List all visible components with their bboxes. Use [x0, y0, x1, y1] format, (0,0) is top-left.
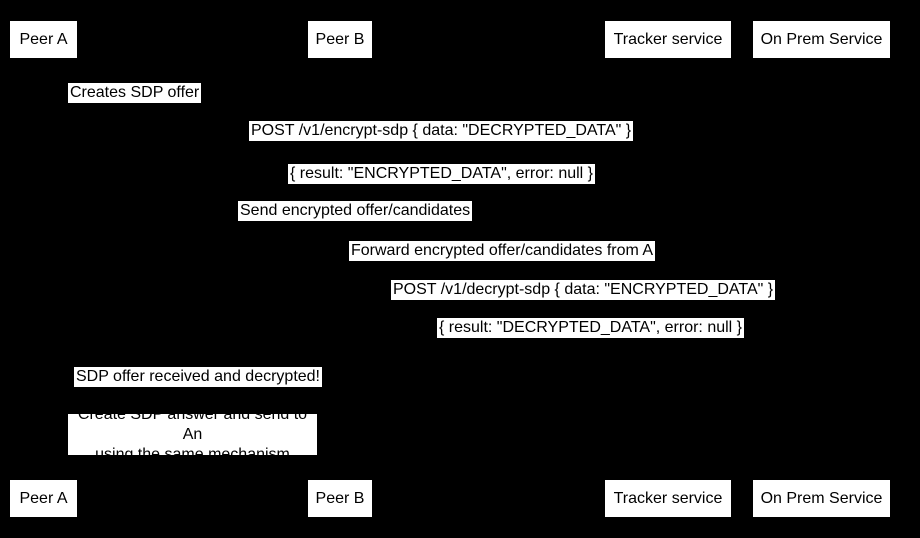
actor-on-prem-service-bottom: On Prem Service	[753, 480, 890, 517]
actor-peer-b-top: Peer B	[308, 21, 372, 58]
note-line-2: using the same mechanism	[95, 445, 290, 463]
actor-on-prem-service-top: On Prem Service	[753, 21, 890, 58]
message-sdp-offer-received: SDP offer received and decrypted!	[74, 367, 322, 387]
note-line-1: Create SDP answer and send to An	[77, 405, 308, 443]
note-create-sdp-answer: Create SDP answer and send to An using t…	[68, 406, 317, 463]
actor-peer-b-bottom: Peer B	[308, 480, 372, 517]
message-decrypt-result: { result: "DECRYPTED_DATA", error: null …	[437, 318, 745, 338]
lifeline-on-prem-service	[822, 58, 823, 480]
message-encrypt-result: { result: "ENCRYPTED_DATA", error: null …	[288, 164, 596, 184]
actor-peer-a-top: Peer A	[10, 21, 77, 58]
actor-peer-a-bottom: Peer A	[10, 480, 77, 517]
message-send-encrypted-offer: Send encrypted offer/candidates	[238, 201, 473, 221]
message-forward-encrypted-offer: Forward encrypted offer/candidates from …	[349, 241, 656, 261]
lifeline-peer-b	[340, 58, 341, 480]
message-post-decrypt-sdp: POST /v1/decrypt-sdp { data: "ENCRYPTED_…	[391, 280, 776, 300]
actor-tracker-service-top: Tracker service	[605, 21, 731, 58]
lifeline-peer-a	[43, 58, 44, 480]
actor-tracker-service-bottom: Tracker service	[605, 480, 731, 517]
message-post-encrypt-sdp: POST /v1/encrypt-sdp { data: "DECRYPTED_…	[249, 121, 634, 141]
lifeline-tracker-service	[668, 58, 669, 480]
message-creates-sdp-offer: Creates SDP offer	[68, 83, 202, 103]
